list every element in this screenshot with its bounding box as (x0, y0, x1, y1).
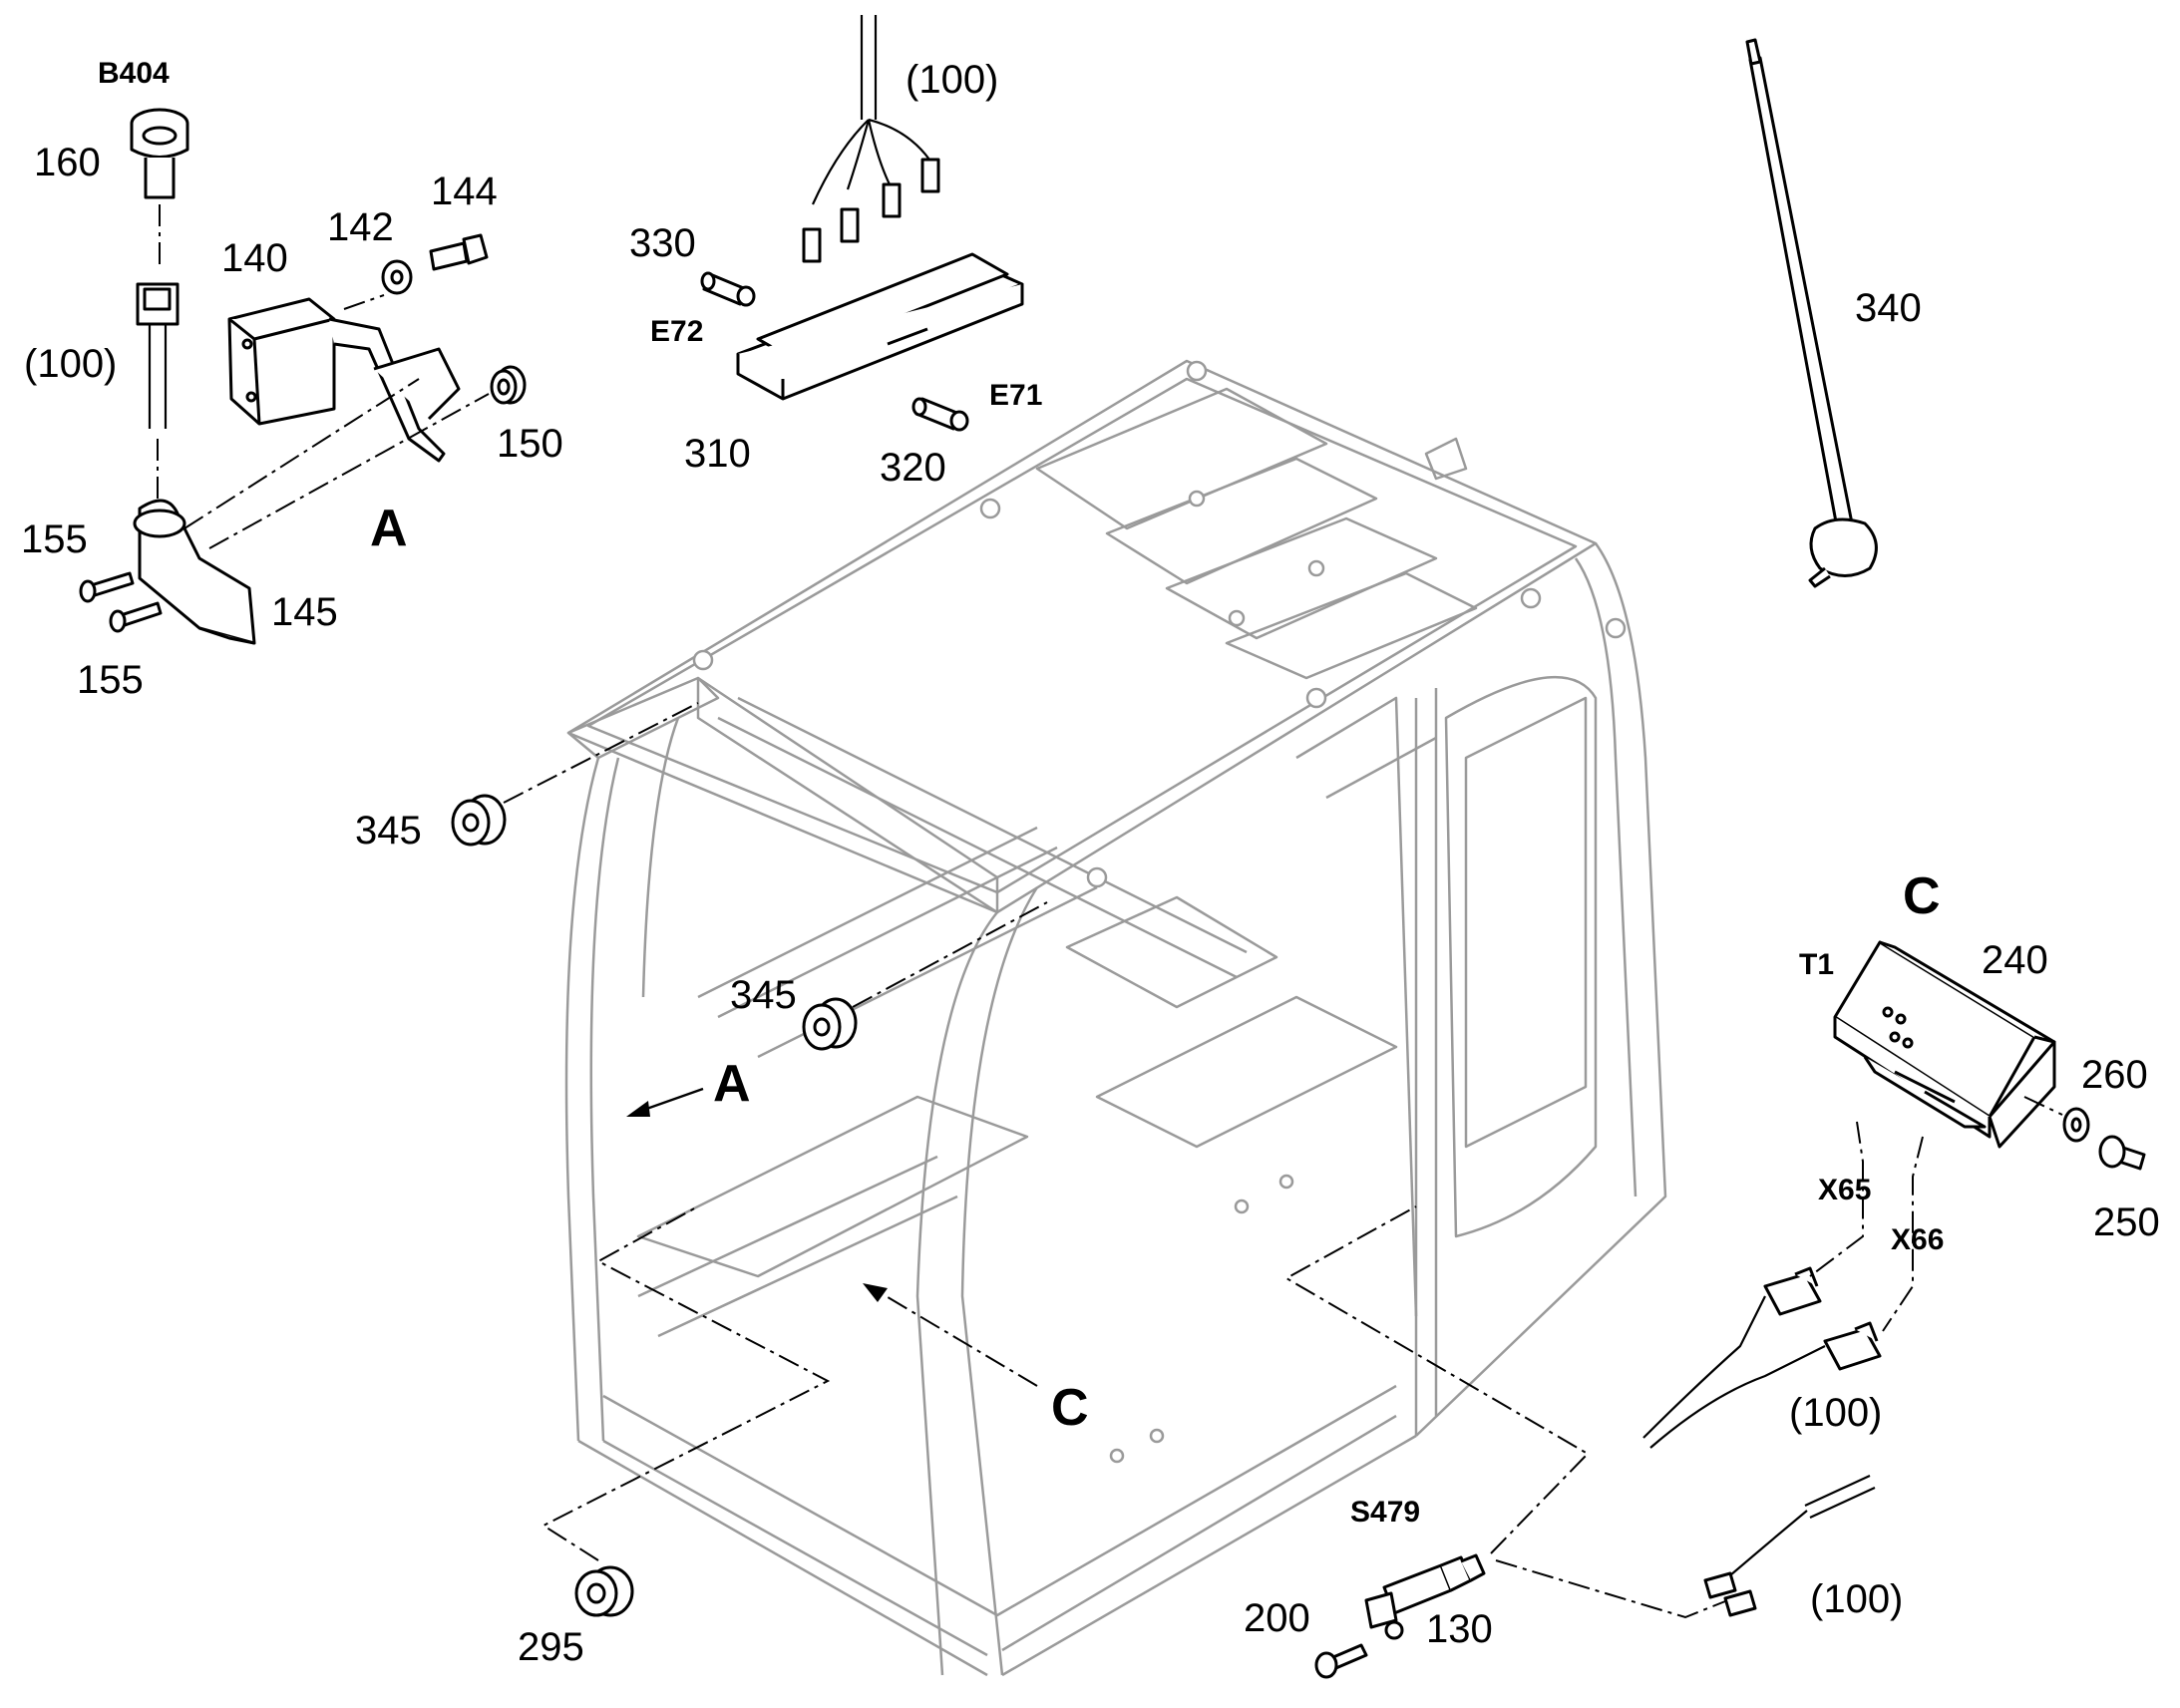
view-c-assembly (1642, 940, 2146, 1449)
label-250: 250 (2093, 1200, 2160, 1244)
label-160: 160 (34, 141, 101, 184)
label-155-lower: 155 (77, 658, 144, 702)
grommet-345-upper (451, 794, 507, 847)
label-e71: E71 (989, 379, 1042, 412)
label-345-lower: 345 (730, 973, 797, 1017)
bracket-140 (227, 297, 461, 463)
antenna-340 (1745, 38, 1878, 588)
label-arrow-c: C (1051, 1379, 1089, 1437)
label-s479: S479 (1350, 1496, 1420, 1529)
cab-frame (564, 359, 1667, 1677)
timer-t1-240 (1833, 940, 2056, 1149)
label-144: 144 (431, 170, 498, 213)
grommet-345-lower (802, 997, 858, 1051)
label-x66: X66 (1891, 1223, 1944, 1256)
door-switch-s479 (1364, 1553, 1486, 1640)
screw-155-lower (109, 601, 163, 633)
label-200: 200 (1244, 1596, 1310, 1640)
label-100-left: (100) (24, 342, 117, 386)
wire-harness-100-bottom (1703, 1475, 1876, 1617)
label-100-right: (100) (1789, 1391, 1882, 1435)
label-310: 310 (684, 432, 751, 476)
label-150: 150 (497, 422, 563, 466)
label-145: 145 (271, 590, 338, 634)
wire-harness-100-right (1642, 1266, 1882, 1449)
screw-155-upper (79, 571, 135, 603)
lamp-housing-310 (736, 252, 1024, 401)
bolt-144 (429, 233, 489, 271)
label-330: 330 (629, 221, 696, 265)
grommet-295 (574, 1565, 634, 1617)
switch-b404 (130, 108, 189, 199)
label-260: 260 (2081, 1053, 2148, 1097)
washer-142 (381, 259, 413, 295)
housing-145 (133, 499, 256, 645)
label-100-top: (100) (906, 58, 998, 102)
labels: B404 160 142 144 140 (100) 150 A 155 155… (21, 57, 2160, 1669)
view-c-arrow (863, 1283, 1038, 1387)
label-295: 295 (518, 1625, 584, 1669)
dome-light-assembly (700, 15, 1024, 432)
connector-100-left (136, 282, 180, 429)
grommet-150 (490, 365, 527, 405)
screw-200 (1314, 1643, 1368, 1679)
label-view-a-title: A (370, 500, 408, 557)
label-b404: B404 (98, 57, 170, 90)
label-100-bottom: (100) (1810, 1577, 1903, 1621)
view-a-assembly (79, 108, 527, 645)
label-155-upper: 155 (21, 517, 88, 561)
label-340: 340 (1855, 286, 1922, 330)
washer-260 (2062, 1107, 2090, 1143)
lamp-e71 (911, 397, 969, 432)
label-t1: T1 (1799, 948, 1834, 981)
screw-250 (2098, 1135, 2146, 1171)
view-a-arrow (626, 1087, 704, 1117)
lamp-e72 (700, 271, 756, 307)
label-140: 140 (221, 236, 288, 280)
label-142: 142 (327, 205, 394, 249)
label-240: 240 (1982, 938, 2048, 982)
label-130: 130 (1426, 1607, 1493, 1651)
label-x65: X65 (1818, 1174, 1871, 1206)
label-320: 320 (880, 446, 946, 490)
label-view-c-title: C (1903, 867, 1941, 925)
label-e72: E72 (650, 315, 703, 348)
label-345-upper: 345 (355, 809, 422, 853)
label-arrow-a: A (713, 1055, 751, 1113)
wire-harness-100-top (802, 15, 940, 263)
